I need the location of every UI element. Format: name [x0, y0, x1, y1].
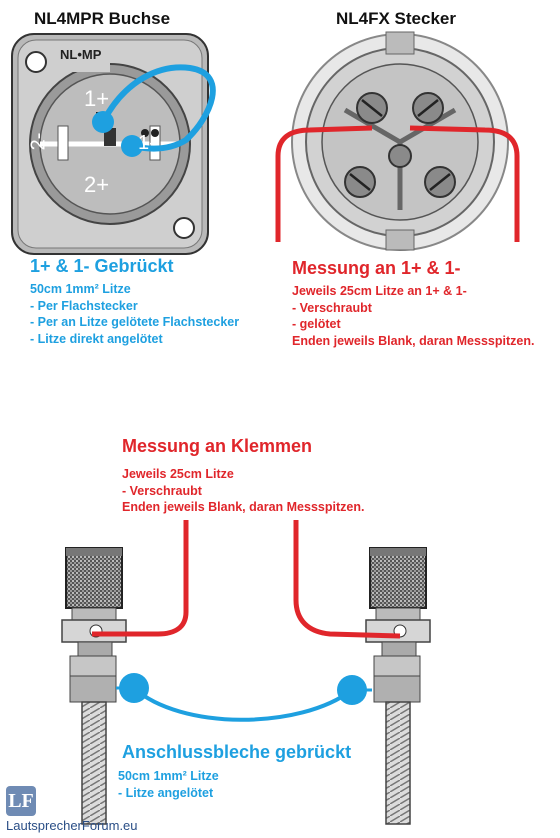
- forum-logo-icon: LF: [6, 786, 36, 816]
- detail-line: Jeweils 25cm Litze: [122, 467, 234, 481]
- detail-line: Enden jeweils Blank, daran Messspitzen.: [122, 500, 365, 514]
- forum-logo-text: LautsprecherForum.eu: [6, 818, 138, 833]
- mount-hole-icon: [173, 217, 195, 239]
- detail-line: - Verschraubt: [122, 483, 202, 498]
- plug-title: NL4FX Stecker: [336, 9, 456, 28]
- bridge-details: 50cm 1mm² Litze - Litze angelötet: [118, 768, 219, 801]
- binding-post-right: [365, 547, 431, 825]
- socket-caption: 1+ & 1- Gebrückt: [30, 256, 174, 276]
- detail-line: Enden jeweils Blank, daran Messspitzen.: [292, 333, 535, 348]
- detail-line: - Litze angelötet: [118, 785, 214, 800]
- pin-label-2minus: 2-: [27, 132, 50, 151]
- detail-line: - Litze direkt angelötet: [30, 331, 163, 346]
- terminals-details: Jeweils 25cm Litze - Verschraubt Enden j…: [122, 466, 364, 516]
- socket-title: NL4MPR Buchse: [34, 9, 171, 28]
- blue-bridge-wire-socket: [92, 64, 216, 157]
- pin-label-1minus: 1-: [138, 132, 156, 154]
- red-measure-wires-terminals: [92, 520, 401, 639]
- mount-hole-icon: [25, 51, 47, 73]
- pin-label-2plus: 2+: [84, 172, 110, 197]
- detail-line: - Verschraubt: [292, 300, 372, 315]
- detail-line: - Per Flachstecker: [30, 298, 138, 313]
- blue-bridge-wire-terminals: [116, 673, 372, 722]
- red-measure-wires-plug: [275, 125, 520, 242]
- detail-line: - Per an Litze gelötete Flachstecker: [30, 315, 240, 329]
- pin-label-1plus: 1+: [84, 86, 110, 111]
- plug-caption: Messung an 1+ & 1-: [292, 258, 461, 278]
- binding-post-left: [61, 547, 127, 825]
- detail-line: Jeweils 25cm Litze an 1+ & 1-: [292, 284, 467, 298]
- detail-line: - gelötet: [292, 317, 341, 331]
- socket-details: 50cm 1mm² Litze - Per Flachstecker - Per…: [30, 281, 239, 347]
- nl4fx-plug: [291, 31, 509, 251]
- bridge-caption: Anschlussbleche gebrückt: [122, 742, 352, 762]
- detail-line: 50cm 1mm² Litze: [118, 769, 219, 783]
- socket-panel-label: NL•MP: [60, 47, 102, 62]
- nl4mpr-socket: [11, 33, 209, 255]
- terminals-caption: Messung an Klemmen: [122, 436, 313, 456]
- detail-line: 50cm 1mm² Litze: [30, 282, 131, 296]
- plug-details: Jeweils 25cm Litze an 1+ & 1- - Verschra…: [292, 283, 534, 349]
